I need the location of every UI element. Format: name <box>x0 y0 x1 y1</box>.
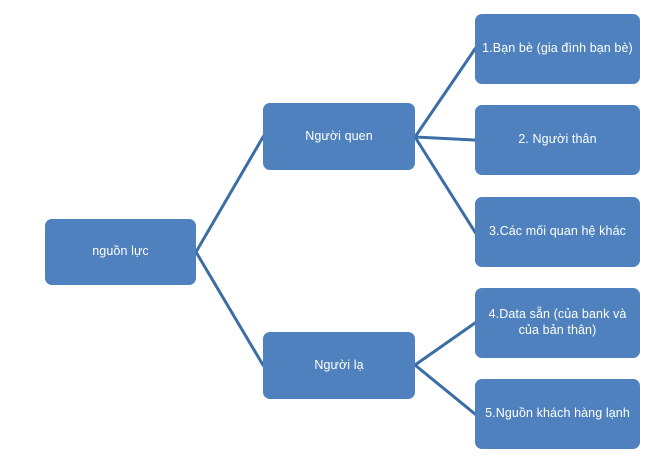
connector-root-to-nguoi-quen <box>193 134 266 255</box>
connector-root-to-nguoi-la <box>193 249 266 368</box>
node-leaf-nguoi-than[interactable]: 2. Người thân <box>475 105 640 175</box>
node-leaf-ban-be[interactable]: 1.Bạn bè (gia đình bạn bè) <box>475 14 640 84</box>
node-leaf-nguon-khach-hang-lanh[interactable]: 5.Nguồn khách hàng lạnh <box>475 379 640 449</box>
node-leaf-data-san[interactable]: 4.Data sẵn (của bank và của bản thân) <box>475 288 640 358</box>
connector-nguoi-la-to-leaf-5 <box>412 362 478 417</box>
connector-nguoi-quen-to-leaf-2 <box>413 135 477 142</box>
node-leaf-cac-moi-quan-he-khac[interactable]: 3.Các mối quan hệ khác <box>475 197 640 267</box>
node-nguoi-la[interactable]: Người lạ <box>263 332 415 399</box>
connector-nguoi-la-to-leaf-4 <box>412 320 478 368</box>
node-nguoi-quen[interactable]: Người quen <box>263 103 415 170</box>
connector-nguoi-quen-to-leaf-1 <box>412 46 478 140</box>
connector-nguoi-quen-to-leaf-3 <box>412 134 478 235</box>
node-nguon-luc[interactable]: nguồn lực <box>45 219 196 285</box>
